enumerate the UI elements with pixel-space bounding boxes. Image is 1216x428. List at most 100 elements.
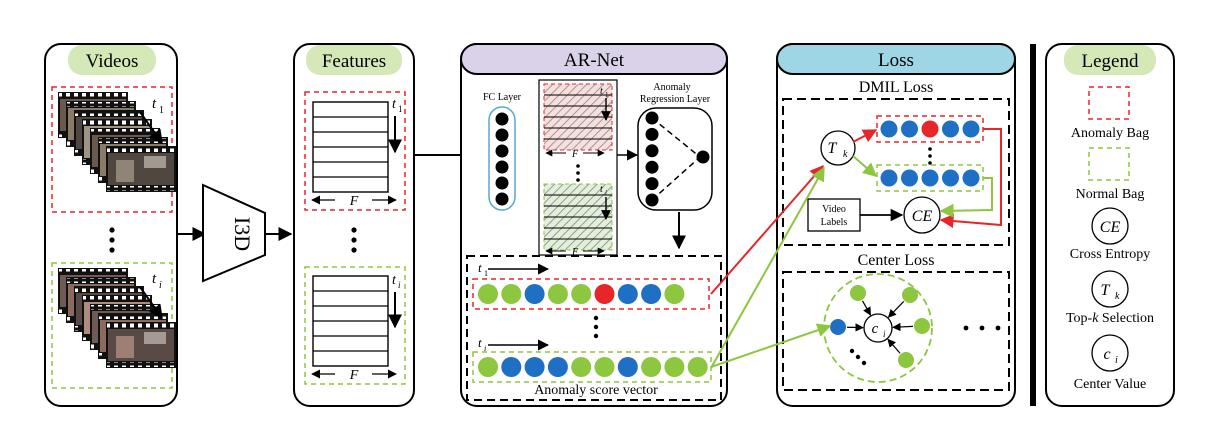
features-panel: Features t 1 F t i F <box>293 43 415 407</box>
anomaly-score <box>501 284 522 304</box>
legend-center-icon <box>1091 334 1129 372</box>
center-loss-point <box>898 352 914 368</box>
fc-node <box>495 160 509 174</box>
regression-node <box>645 160 659 174</box>
center-loss-box <box>782 271 1010 391</box>
normal-video-frames <box>58 268 176 368</box>
anomaly-score <box>571 284 592 304</box>
svg-text:1: 1 <box>398 104 403 114</box>
anomaly-score <box>617 284 638 304</box>
legend-anomaly-label: Anomaly Bag <box>1071 126 1149 141</box>
svg-text:t: t <box>478 335 482 350</box>
svg-text:t: t <box>392 97 397 112</box>
svg-text:T: T <box>828 140 838 157</box>
svg-text:1: 1 <box>159 105 164 116</box>
anomaly-feature-table <box>312 101 389 193</box>
dmil-loss-title: DMIL Loss <box>859 79 934 96</box>
legend-normal-label: Normal Bag <box>1076 187 1145 202</box>
normal-score <box>571 357 592 377</box>
ti-label: t <box>152 271 157 287</box>
normal-score <box>547 357 568 377</box>
normal-feature-bag <box>304 266 406 385</box>
svg-text:F: F <box>571 149 579 160</box>
svg-text:k: k <box>1115 291 1120 302</box>
svg-text:i: i <box>484 344 486 353</box>
svg-text:t: t <box>392 273 397 288</box>
regression-layer-label-1: Anomaly <box>653 82 690 93</box>
legend-normal-swatch <box>1088 147 1130 181</box>
features-header <box>306 45 402 75</box>
score-vector-label: Anomaly score vector <box>534 383 658 398</box>
regression-node <box>645 177 659 191</box>
videos-panel: Videos t 1 t i <box>44 43 178 407</box>
fc-node <box>495 176 509 190</box>
arnet-panel: AR-Net FC Layer t 1 F t i F Anomaly Regr… <box>460 43 728 407</box>
normal-score <box>501 357 522 377</box>
topk-node <box>820 130 856 166</box>
svg-text:T: T <box>1101 282 1111 299</box>
center-loss-point <box>830 319 846 335</box>
normal-score <box>641 357 662 377</box>
i3d-extractor: I3D <box>202 183 266 283</box>
topk-normal-score <box>880 169 898 187</box>
video-labels-box <box>807 198 861 232</box>
anomaly-score <box>641 284 662 304</box>
center-value-node <box>863 313 893 343</box>
center-loss-point <box>850 285 866 301</box>
svg-text:Video: Video <box>822 204 846 215</box>
anomaly-video-frames <box>58 92 176 192</box>
t1-label: t <box>152 96 157 112</box>
anomaly-score <box>664 284 685 304</box>
anomaly-score-circles <box>478 284 685 304</box>
videos-header <box>68 45 156 75</box>
svg-text:c: c <box>872 321 879 337</box>
svg-text:CE: CE <box>912 208 933 225</box>
fc-node <box>495 192 509 206</box>
loss-header <box>776 43 1016 75</box>
topk-anomaly-score <box>921 120 939 138</box>
fc-layer-nodes <box>495 112 509 206</box>
svg-text:t: t <box>600 184 603 195</box>
legend-anomaly-swatch <box>1088 86 1130 120</box>
panel-divider <box>1030 44 1036 406</box>
topk-normal-score <box>962 169 980 187</box>
svg-text:F: F <box>349 194 359 209</box>
svg-text:k: k <box>843 149 848 160</box>
regression-node <box>645 144 659 158</box>
svg-text:Labels: Labels <box>821 217 848 228</box>
anomaly-score <box>524 284 545 304</box>
loss-panel: Loss DMIL Loss T k Video Labels CE Cente… <box>776 43 1016 407</box>
score-vectors-box <box>466 255 722 401</box>
legend-ce-icon <box>1091 207 1129 245</box>
topk-normal-score <box>901 169 918 187</box>
regression-layer-label-2: Regression Layer <box>640 94 711 105</box>
i3d-label: I3D <box>230 217 255 251</box>
arnet-header <box>460 43 728 75</box>
normal-score <box>594 357 615 377</box>
fc-node <box>495 144 509 158</box>
dmil-loss-box <box>782 98 1010 246</box>
fc-layer-label: FC Layer <box>483 92 522 103</box>
anomaly-score <box>594 284 615 304</box>
svg-text:t: t <box>478 260 482 275</box>
legend-topk-icon <box>1091 270 1129 308</box>
normal-score <box>664 357 685 377</box>
svg-text:c: c <box>1103 346 1110 363</box>
topk-anomaly-score <box>942 120 959 138</box>
svg-text:t: t <box>600 86 603 97</box>
normal-score-circles <box>478 357 708 377</box>
svg-text:i: i <box>1115 355 1118 366</box>
topk-anomaly-score <box>962 120 980 138</box>
svg-text:1: 1 <box>484 269 488 278</box>
legend-header <box>1064 45 1156 75</box>
legend-ce-label: Cross Entropy <box>1070 247 1151 262</box>
normal-feature-table <box>312 275 389 367</box>
svg-text:i: i <box>159 280 162 291</box>
legend-title: Legend <box>1082 51 1139 72</box>
center-loss-title: Center Loss <box>858 252 935 269</box>
center-loss-point <box>914 318 930 334</box>
normal-score <box>524 357 545 377</box>
svg-text:i: i <box>883 329 886 339</box>
normal-score <box>687 357 708 377</box>
